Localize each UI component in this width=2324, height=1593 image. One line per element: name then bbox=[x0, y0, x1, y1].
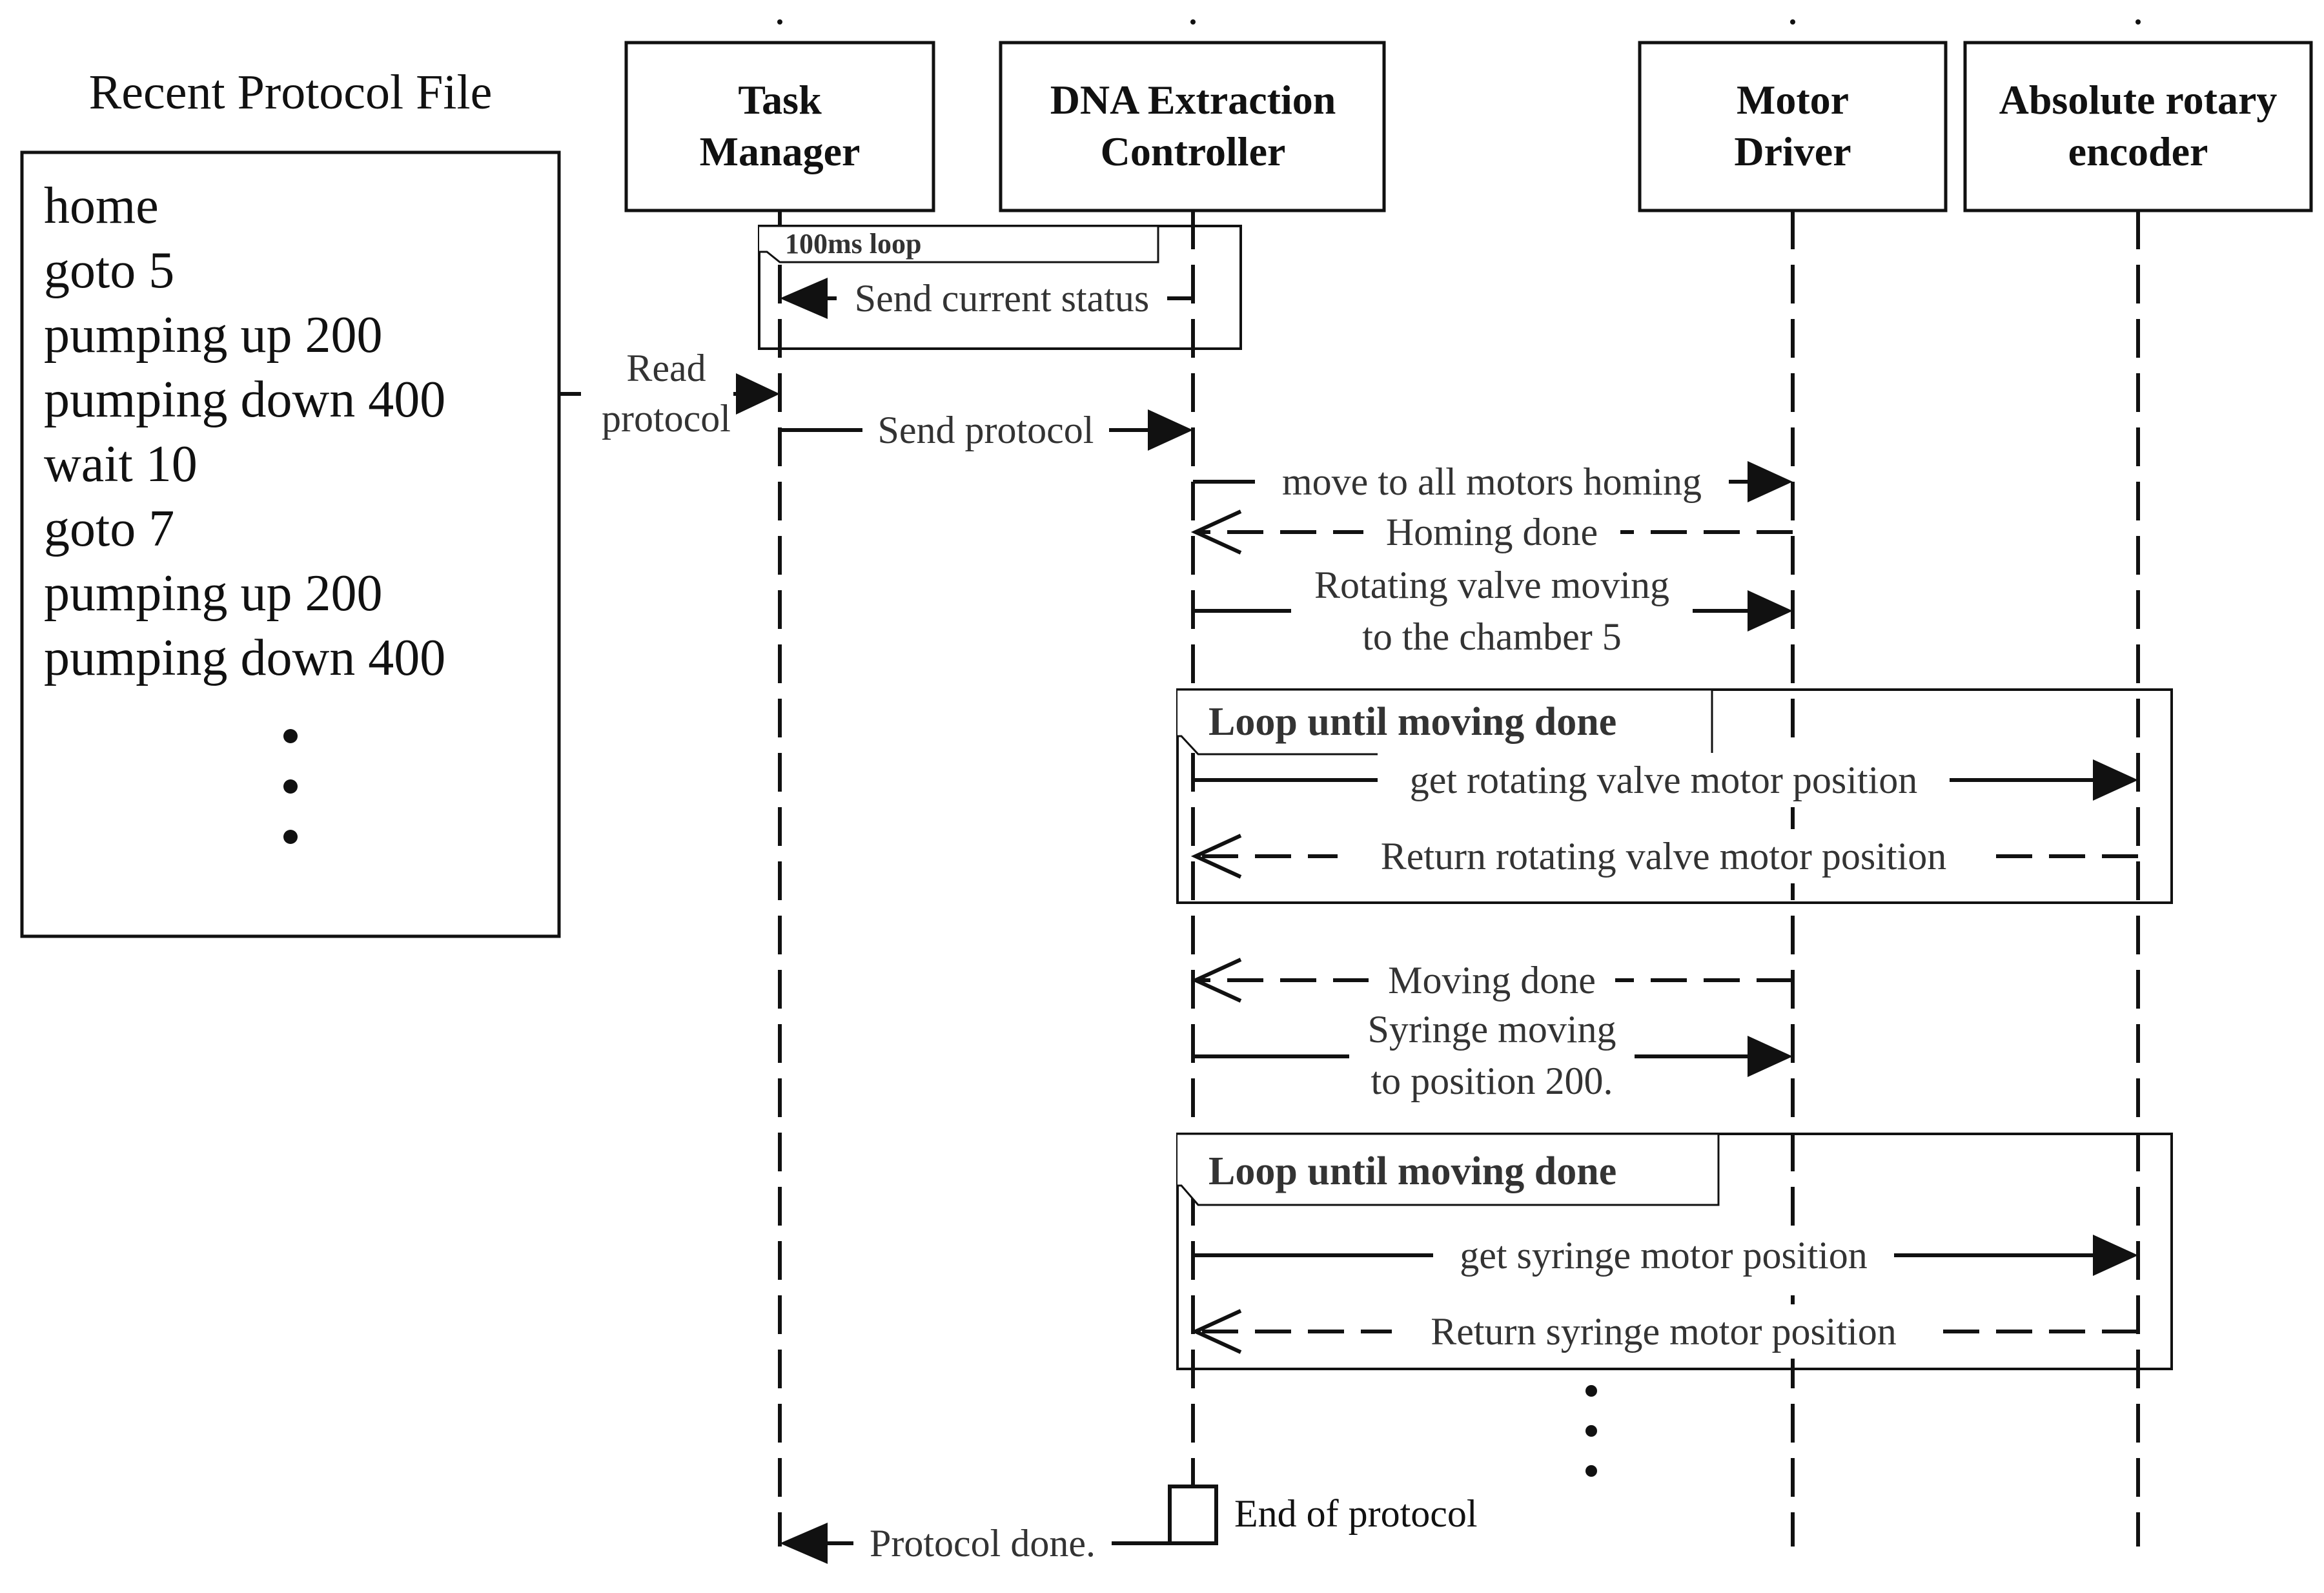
participant-label: Manager bbox=[700, 128, 861, 174]
participant-label: Controller bbox=[1101, 128, 1286, 174]
msg-get-syringe-position: get syringe motor position bbox=[1193, 1228, 2138, 1282]
msg-return-syringe-position: Return syringe motor position bbox=[1190, 1304, 2138, 1359]
message-label: Rotating valve moving bbox=[1314, 564, 1669, 606]
participant-label: Driver bbox=[1734, 128, 1851, 174]
msg-homing: move to all motors homing bbox=[1193, 455, 1793, 509]
msg-get-valve-position: get rotating valve motor position bbox=[1193, 753, 2138, 807]
message-label: Read bbox=[626, 347, 706, 389]
participant-label: Absolute rotary bbox=[1999, 77, 2278, 123]
end-of-protocol-activation: End of protocol bbox=[1168, 1485, 1478, 1545]
participant-absolute-rotary-encoder: Absolute rotary encoder bbox=[1963, 41, 2313, 212]
participant-label: DNA Extraction bbox=[1050, 77, 1336, 123]
msg-rotating-valve: Rotating valve moving to the chamber 5 bbox=[1193, 559, 1793, 668]
msg-syringe-moving: Syringe moving to position 200. bbox=[1193, 1005, 1793, 1113]
ellipsis-dots bbox=[283, 729, 298, 844]
message-label: Send current status bbox=[855, 277, 1150, 320]
msg-protocol-done: Protocol done. bbox=[780, 1516, 1170, 1570]
protocol-line: pumping down 400 bbox=[44, 630, 445, 686]
continuation-dots bbox=[1585, 1385, 1597, 1477]
msg-homing-done: Homing done bbox=[1190, 505, 1793, 559]
message-label: move to all motors homing bbox=[1282, 460, 1702, 503]
msg-moving-done: Moving done bbox=[1190, 953, 1793, 1007]
frame-label: Loop until moving done bbox=[1208, 1149, 1616, 1193]
participant-motor-driver: Motor Driver bbox=[1638, 41, 1948, 212]
message-label: get syringe motor position bbox=[1460, 1234, 1868, 1277]
participant-label: Motor bbox=[1737, 77, 1849, 123]
protocol-file-title: Recent Protocol File bbox=[89, 65, 493, 119]
frame-label: Loop until moving done bbox=[1208, 700, 1616, 744]
protocol-line: wait 10 bbox=[44, 436, 198, 493]
participant-task-manager: Task Manager bbox=[624, 41, 935, 212]
protocol-line: pumping up 200 bbox=[44, 565, 382, 622]
frame-loop-2: Loop until moving done bbox=[1176, 1133, 2173, 1370]
msg-send-protocol: Send protocol bbox=[780, 403, 1193, 457]
message-label: Protocol done. bbox=[870, 1522, 1096, 1565]
msg-send-current-status: Send current status bbox=[780, 271, 1193, 325]
message-label: Return rotating valve motor position bbox=[1381, 835, 1947, 878]
message-label: to the chamber 5 bbox=[1362, 615, 1622, 658]
message-label: Homing done bbox=[1386, 511, 1598, 553]
frame-label: 100ms loop bbox=[785, 228, 921, 260]
protocol-file-box bbox=[20, 150, 561, 938]
msg-read-protocol: Read protocol bbox=[559, 342, 780, 446]
message-label: Send protocol bbox=[878, 409, 1094, 451]
message-label: Return syringe motor position bbox=[1431, 1310, 1897, 1353]
protocol-line: home bbox=[44, 178, 159, 234]
participant-label: Task bbox=[738, 77, 822, 123]
message-label: End of protocol bbox=[1234, 1492, 1478, 1535]
message-label: Moving done bbox=[1388, 959, 1596, 1002]
protocol-line: goto 7 bbox=[44, 500, 174, 557]
frame-100ms-loop: 100ms loop bbox=[758, 225, 1242, 350]
message-label: to position 200. bbox=[1371, 1060, 1613, 1102]
message-label: Syringe moving bbox=[1368, 1008, 1616, 1051]
msg-return-valve-position: Return rotating valve motor position bbox=[1190, 829, 2138, 883]
participant-dna-extraction-controller: DNA Extraction Controller bbox=[999, 41, 1386, 212]
message-label: protocol bbox=[602, 397, 731, 440]
message-label: get rotating valve motor position bbox=[1410, 759, 1918, 801]
protocol-line: pumping up 200 bbox=[44, 307, 382, 364]
protocol-line: pumping down 400 bbox=[44, 371, 445, 428]
protocol-line: goto 5 bbox=[44, 242, 174, 299]
participant-label: encoder bbox=[2068, 128, 2208, 174]
